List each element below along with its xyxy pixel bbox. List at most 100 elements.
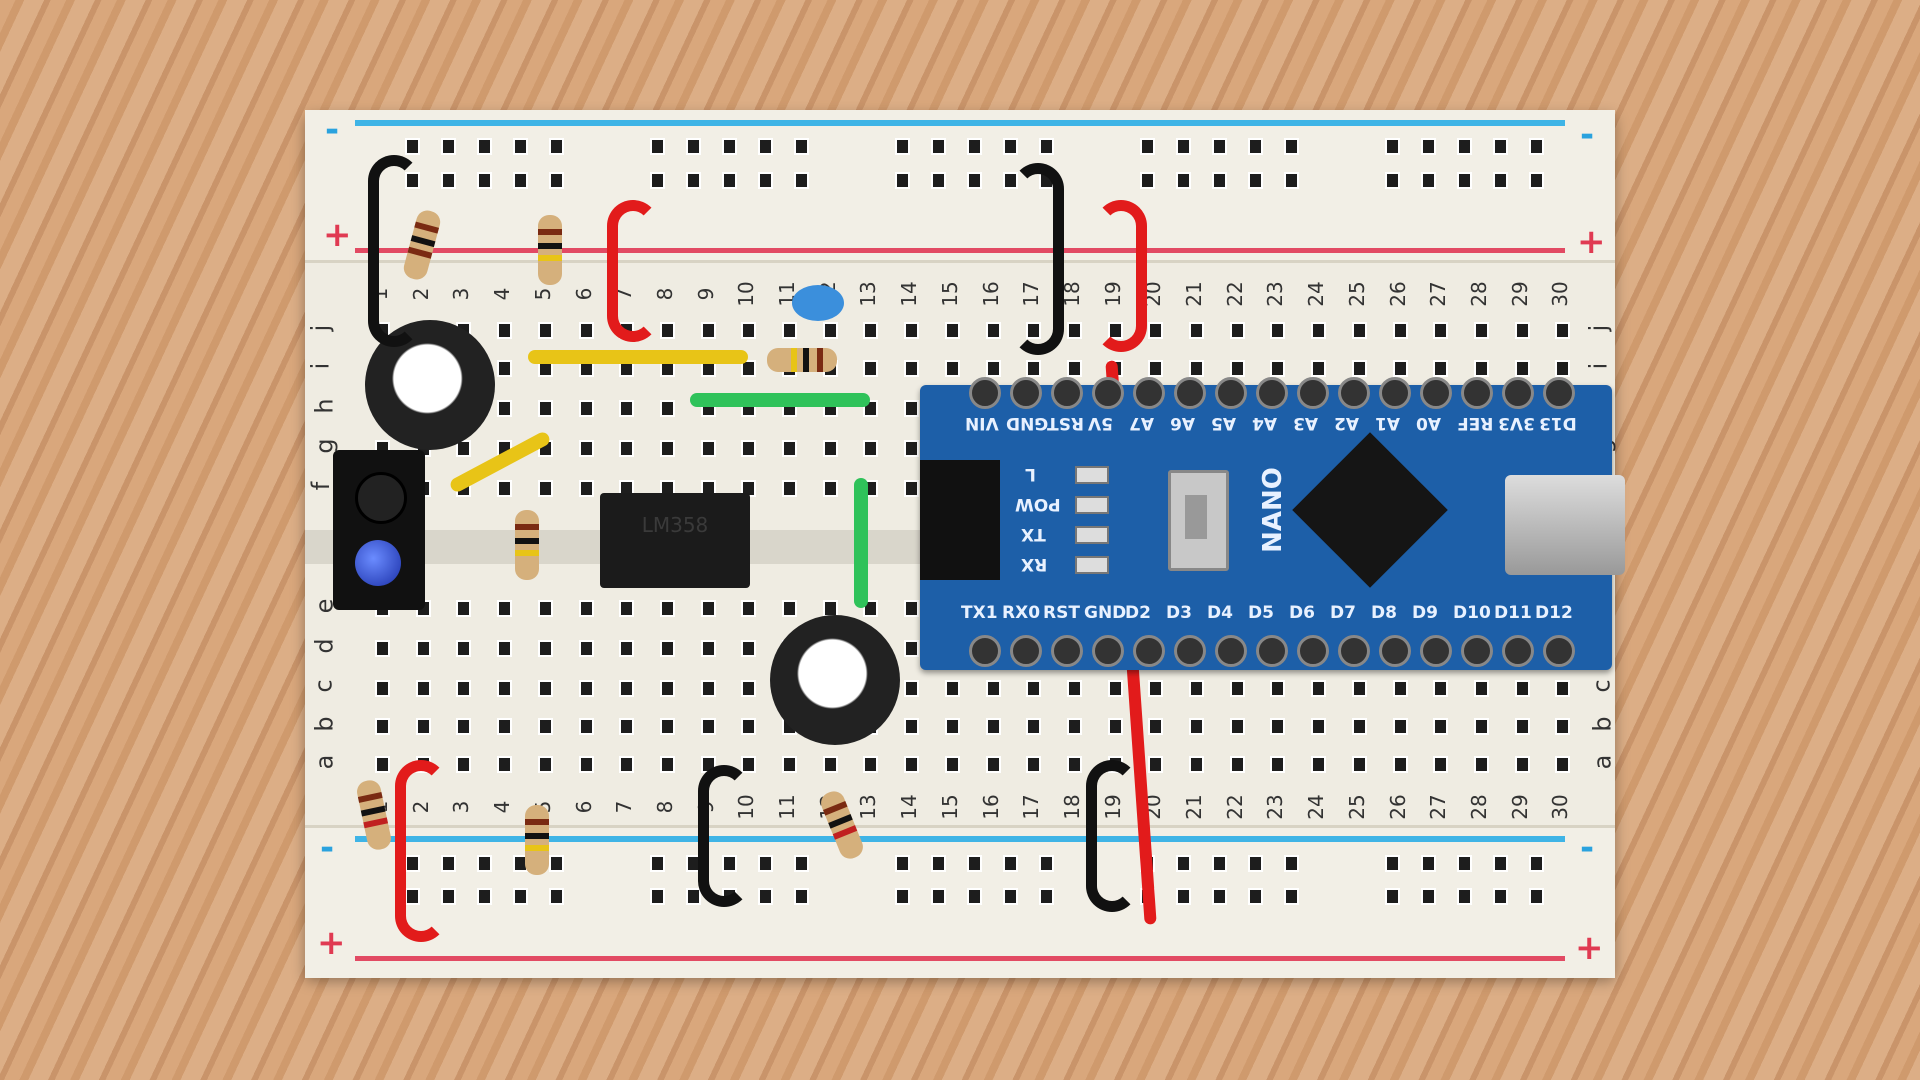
breadboard-hole[interactable] <box>1514 756 1530 773</box>
rail-hole[interactable] <box>1003 888 1018 905</box>
breadboard-hole[interactable] <box>782 756 797 773</box>
breadboard-hole[interactable] <box>863 756 879 773</box>
breadboard-hole[interactable] <box>985 718 1001 735</box>
breadboard-hole[interactable] <box>1433 322 1449 339</box>
breadboard-hole[interactable] <box>904 718 920 735</box>
rail-hole[interactable] <box>1457 172 1472 189</box>
breadboard-hole[interactable] <box>1229 756 1245 773</box>
rail-hole[interactable] <box>549 855 564 872</box>
breadboard-hole[interactable] <box>1311 322 1327 339</box>
breadboard-hole[interactable] <box>1148 680 1164 697</box>
breadboard-hole[interactable] <box>456 680 472 697</box>
breadboard-hole[interactable] <box>619 718 635 735</box>
breadboard-hole[interactable] <box>1514 322 1530 339</box>
breadboard-hole[interactable] <box>1107 718 1123 735</box>
breadboard-hole[interactable] <box>741 718 757 735</box>
rail-hole[interactable] <box>1529 888 1544 905</box>
breadboard-hole[interactable] <box>578 400 594 417</box>
rail-hole[interactable] <box>931 855 946 872</box>
breadboard-hole[interactable] <box>1351 680 1367 697</box>
breadboard-hole[interactable] <box>619 600 635 617</box>
breadboard-hole[interactable] <box>659 322 675 339</box>
rail-hole[interactable] <box>477 172 492 189</box>
rail-hole[interactable] <box>1248 172 1263 189</box>
breadboard-hole[interactable] <box>578 440 594 457</box>
breadboard-hole[interactable] <box>1148 756 1164 773</box>
breadboard-hole[interactable] <box>944 756 960 773</box>
rail-hole[interactable] <box>895 138 910 155</box>
breadboard-hole[interactable] <box>1066 680 1082 697</box>
breadboard-hole[interactable] <box>1433 718 1449 735</box>
breadboard-hole[interactable] <box>537 322 553 339</box>
breadboard-hole[interactable] <box>700 718 716 735</box>
breadboard-hole[interactable] <box>700 640 716 657</box>
breadboard-hole[interactable] <box>700 440 716 457</box>
rail-hole[interactable] <box>1493 855 1508 872</box>
rail-hole[interactable] <box>1421 172 1436 189</box>
breadboard-hole[interactable] <box>700 600 716 617</box>
breadboard-hole[interactable] <box>1392 680 1408 697</box>
breadboard-hole[interactable] <box>578 600 594 617</box>
breadboard-hole[interactable] <box>741 756 757 773</box>
rail-hole[interactable] <box>686 888 701 905</box>
breadboard-hole[interactable] <box>863 440 879 457</box>
breadboard-hole[interactable] <box>904 600 920 617</box>
breadboard-hole[interactable] <box>741 680 757 697</box>
breadboard-hole[interactable] <box>1311 756 1327 773</box>
rail-hole[interactable] <box>1457 888 1472 905</box>
rail-hole[interactable] <box>794 855 809 872</box>
breadboard-hole[interactable] <box>1026 680 1042 697</box>
breadboard-hole[interactable] <box>1148 360 1164 377</box>
breadboard-hole[interactable] <box>497 640 513 657</box>
breadboard-hole[interactable] <box>985 756 1001 773</box>
reset-button[interactable] <box>1168 470 1229 571</box>
rail-hole[interactable] <box>1421 888 1436 905</box>
rail-hole[interactable] <box>650 138 665 155</box>
breadboard-hole[interactable] <box>537 756 553 773</box>
rail-hole[interactable] <box>477 888 492 905</box>
rail-hole[interactable] <box>1284 138 1299 155</box>
breadboard-hole[interactable] <box>619 680 635 697</box>
breadboard-hole[interactable] <box>985 360 1001 377</box>
breadboard-hole[interactable] <box>1351 360 1367 377</box>
breadboard-hole[interactable] <box>659 440 675 457</box>
breadboard-hole[interactable] <box>985 680 1001 697</box>
rail-hole[interactable] <box>1457 138 1472 155</box>
breadboard-hole[interactable] <box>822 480 838 497</box>
rail-hole[interactable] <box>1003 855 1018 872</box>
breadboard-hole[interactable] <box>497 718 513 735</box>
rail-hole[interactable] <box>931 888 946 905</box>
breadboard-hole[interactable] <box>1433 360 1449 377</box>
breadboard-hole[interactable] <box>904 480 920 497</box>
breadboard-hole[interactable] <box>1189 718 1204 735</box>
rail-hole[interactable] <box>1248 855 1263 872</box>
rail-hole[interactable] <box>794 888 809 905</box>
breadboard-hole[interactable] <box>1473 756 1489 773</box>
breadboard-hole[interactable] <box>497 600 513 617</box>
breadboard-hole[interactable] <box>1066 360 1082 377</box>
rail-hole[interactable] <box>650 172 665 189</box>
rail-hole[interactable] <box>513 888 528 905</box>
rail-hole[interactable] <box>1284 888 1299 905</box>
breadboard-hole[interactable] <box>1555 322 1571 339</box>
breadboard-hole[interactable] <box>537 400 553 417</box>
breadboard-hole[interactable] <box>1351 322 1367 339</box>
rail-hole[interactable] <box>549 172 564 189</box>
rail-hole[interactable] <box>1493 138 1508 155</box>
breadboard-hole[interactable] <box>1392 756 1408 773</box>
breadboard-hole[interactable] <box>1066 756 1082 773</box>
breadboard-hole[interactable] <box>782 480 797 497</box>
rail-hole[interactable] <box>686 172 701 189</box>
breadboard-hole[interactable] <box>1392 322 1408 339</box>
breadboard-hole[interactable] <box>904 756 920 773</box>
rail-hole[interactable] <box>1003 138 1018 155</box>
rail-hole[interactable] <box>722 138 737 155</box>
breadboard-hole[interactable] <box>578 756 594 773</box>
breadboard-hole[interactable] <box>1392 718 1408 735</box>
breadboard-hole[interactable] <box>741 360 757 377</box>
breadboard-hole[interactable] <box>659 680 675 697</box>
rail-hole[interactable] <box>1385 138 1400 155</box>
breadboard-hole[interactable] <box>375 756 390 773</box>
rail-hole[interactable] <box>758 888 773 905</box>
rail-hole[interactable] <box>1212 855 1227 872</box>
